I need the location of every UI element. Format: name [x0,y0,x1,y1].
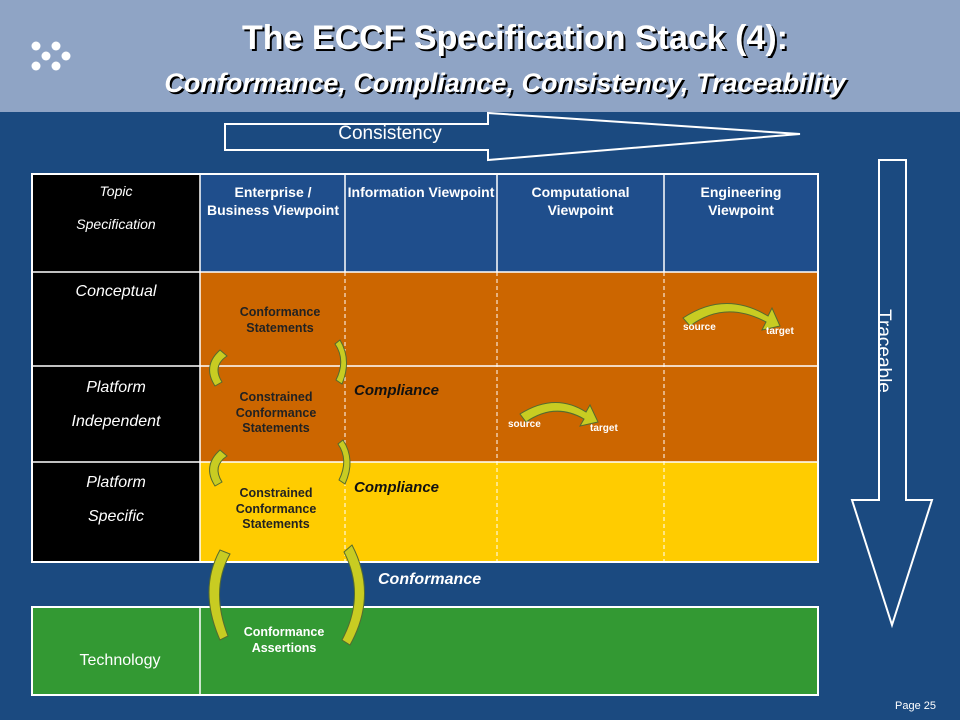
consistency-label: Consistency [338,123,442,144]
mapping-arrow-icon [519,402,599,427]
page-number: Page 25 [895,700,936,712]
conformance-assertions: Conformance Assertions [243,625,325,655]
table-border [31,173,819,563]
mapping-source-label: source [683,322,716,333]
header-banner: The ECCF Specification Stack (4): Confor… [0,0,960,112]
traceable-label: Traceable [873,309,894,393]
refinement-arrow-icon [209,349,228,387]
refinement-arrow-icon [334,339,347,385]
mapping-target-label: target [590,423,618,434]
conformance-statements: Conformance Statements [239,305,321,335]
platform-specific-row [200,462,818,562]
topic-cell [32,174,200,562]
dots-logo-icon [31,41,71,71]
technology-border [31,606,819,696]
row-header-platform-independent-line1: Platform [86,379,146,396]
mapping-target-label: target [766,326,794,337]
conformance-label: Conformance [378,571,482,588]
constrained-conformance-statements-ps: Constrained Conformance Statements [235,486,317,532]
traceable-arrow [850,159,934,629]
row-header-conceptual: Conceptual [75,283,157,300]
refinement-arrow-icon [337,439,351,485]
refinement-arrow-icon [209,449,228,487]
column-header-enterprise: Enterprise / Business Viewpoint [207,184,339,218]
column-header-computational: Computational Viewpoint [531,184,630,218]
constrained-conformance-statements-pi: Constrained Conformance Statements [235,390,317,436]
conformance-arrow-icon [208,549,231,641]
page-subtitle: Conformance, Compliance, Consistency, Tr… [164,68,846,98]
conceptual-row [200,272,818,366]
technology-row [32,607,818,695]
topic-label: Topic [99,183,133,199]
page-title: The ECCF Specification Stack (4): [242,19,788,57]
mapping-source-label: source [508,419,541,430]
compliance-pi: Compliance [354,382,440,399]
row-header-technology: Technology [79,652,161,669]
consistency-arrow [224,111,801,162]
mapping-arrow-icon [682,303,781,331]
compliance-ps: Compliance [354,479,440,496]
row-header-platform-specific-line1: Platform [86,474,146,491]
column-header-engineering: Engineering Viewpoint [700,184,782,218]
row-header-platform-specific-line2: Specific [87,508,145,525]
column-header-information: Information Viewpoint [347,184,495,200]
platform-independent-row [200,366,818,462]
specification-label: Specification [76,216,156,232]
row-header-platform-independent-line2: Independent [71,413,161,430]
conformance-arrow-icon [341,544,365,646]
column-header-row [200,174,818,272]
